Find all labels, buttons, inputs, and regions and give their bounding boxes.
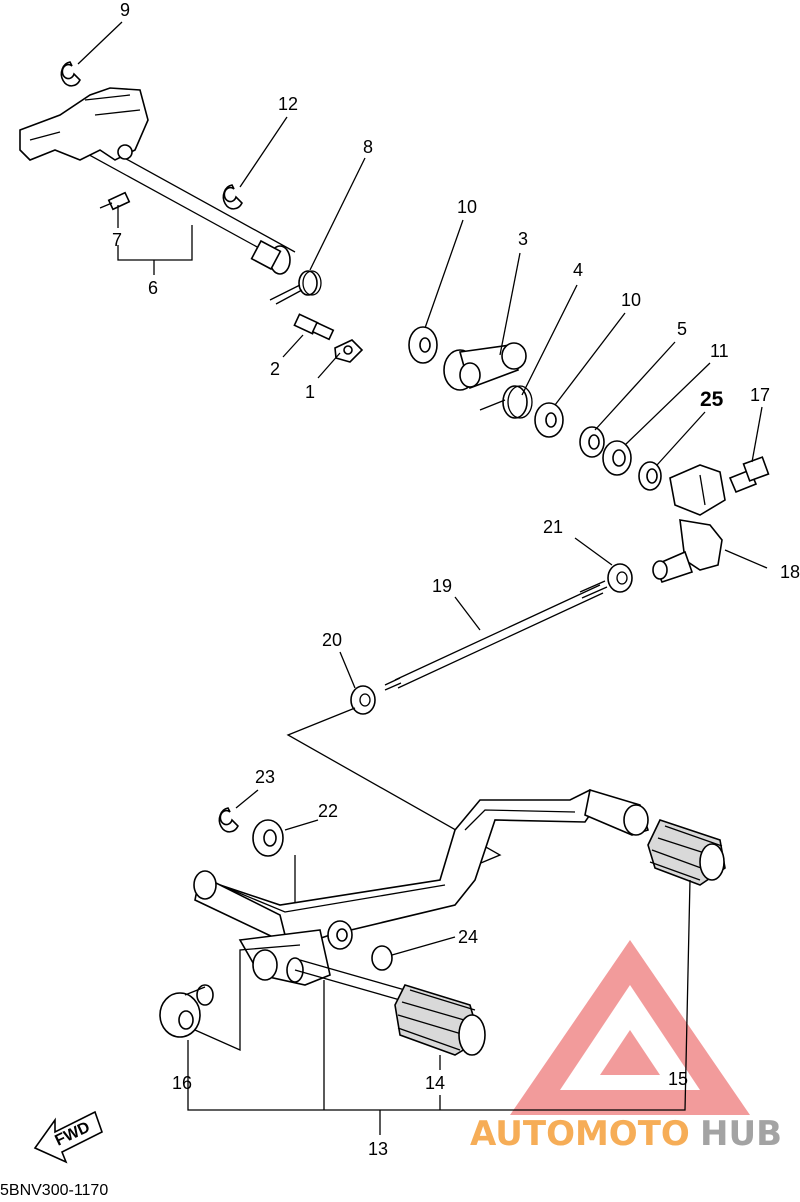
washer-22 — [252, 819, 284, 857]
circlip-25 — [638, 461, 662, 491]
callout-18: 18 — [780, 562, 800, 582]
callout-9: 9 — [120, 0, 130, 20]
callout-5: 5 — [677, 319, 687, 339]
shift-shaft-assembly — [19, 87, 296, 275]
washer-10-upper — [408, 326, 438, 364]
bolt-2 — [293, 313, 335, 341]
callout-7: 7 — [112, 230, 122, 250]
callout-6: 6 — [148, 278, 158, 298]
callout-16: 16 — [172, 1073, 192, 1093]
spring-8 — [269, 270, 322, 305]
shift-rod-19 — [384, 580, 608, 691]
e-clip-9 — [60, 61, 81, 87]
callout-4: 4 — [573, 260, 583, 280]
washer-10-lower — [534, 402, 564, 438]
callout-23: 23 — [255, 767, 275, 787]
callout-20: 20 — [322, 630, 342, 650]
callout-17: 17 — [750, 385, 770, 405]
callout-22: 22 — [318, 801, 338, 821]
bolt-17 — [728, 456, 770, 494]
watermark-hub: HUB — [700, 1114, 782, 1154]
e-clip-12 — [222, 184, 243, 210]
callout-numbers: 9 12 8 10 3 4 10 5 11 25 17 18 21 19 20 … — [112, 0, 800, 1159]
callout-2: 2 — [270, 359, 280, 379]
callout-13: 13 — [368, 1139, 388, 1159]
callout-21: 21 — [543, 517, 563, 537]
leader-lines — [77, 21, 768, 1135]
callout-25: 25 — [700, 388, 724, 411]
washer-5 — [579, 426, 605, 458]
callout-19: 19 — [432, 576, 452, 596]
bush-16 — [159, 984, 214, 1038]
oil-seal-11 — [602, 440, 632, 476]
callout-10-upper: 10 — [457, 197, 477, 217]
callout-24: 24 — [458, 927, 478, 947]
callout-8: 8 — [363, 137, 373, 157]
watermark-text: AUTOMOTO HUB — [470, 1114, 782, 1154]
stopper-plate-1 — [334, 339, 364, 363]
spring-4 — [479, 385, 533, 419]
callout-1: 1 — [305, 382, 315, 402]
callout-14: 14 — [425, 1073, 445, 1093]
nut-20 — [350, 685, 376, 715]
washer-24 — [327, 920, 393, 971]
callout-12: 12 — [278, 94, 298, 114]
pedal-rubber-14 — [394, 984, 486, 1056]
nut-21 — [607, 563, 633, 593]
pedal-rubber-15 — [647, 819, 726, 886]
shift-pedal-assembly — [193, 788, 650, 1001]
callout-3: 3 — [518, 229, 528, 249]
callout-15: 15 — [668, 1069, 688, 1089]
callout-10-lower: 10 — [621, 290, 641, 310]
watermark-logo — [510, 940, 750, 1115]
shift-lever-3 — [443, 342, 527, 391]
diagram-code: 5BNV300-1170 — [0, 1182, 108, 1197]
shift-arm-18 — [652, 464, 726, 583]
callout-11: 11 — [710, 341, 729, 361]
watermark-auto-moto: AUTOMOTO — [470, 1114, 690, 1154]
fwd-arrow-icon: FWD — [33, 1110, 103, 1164]
e-clip-23 — [218, 807, 239, 833]
